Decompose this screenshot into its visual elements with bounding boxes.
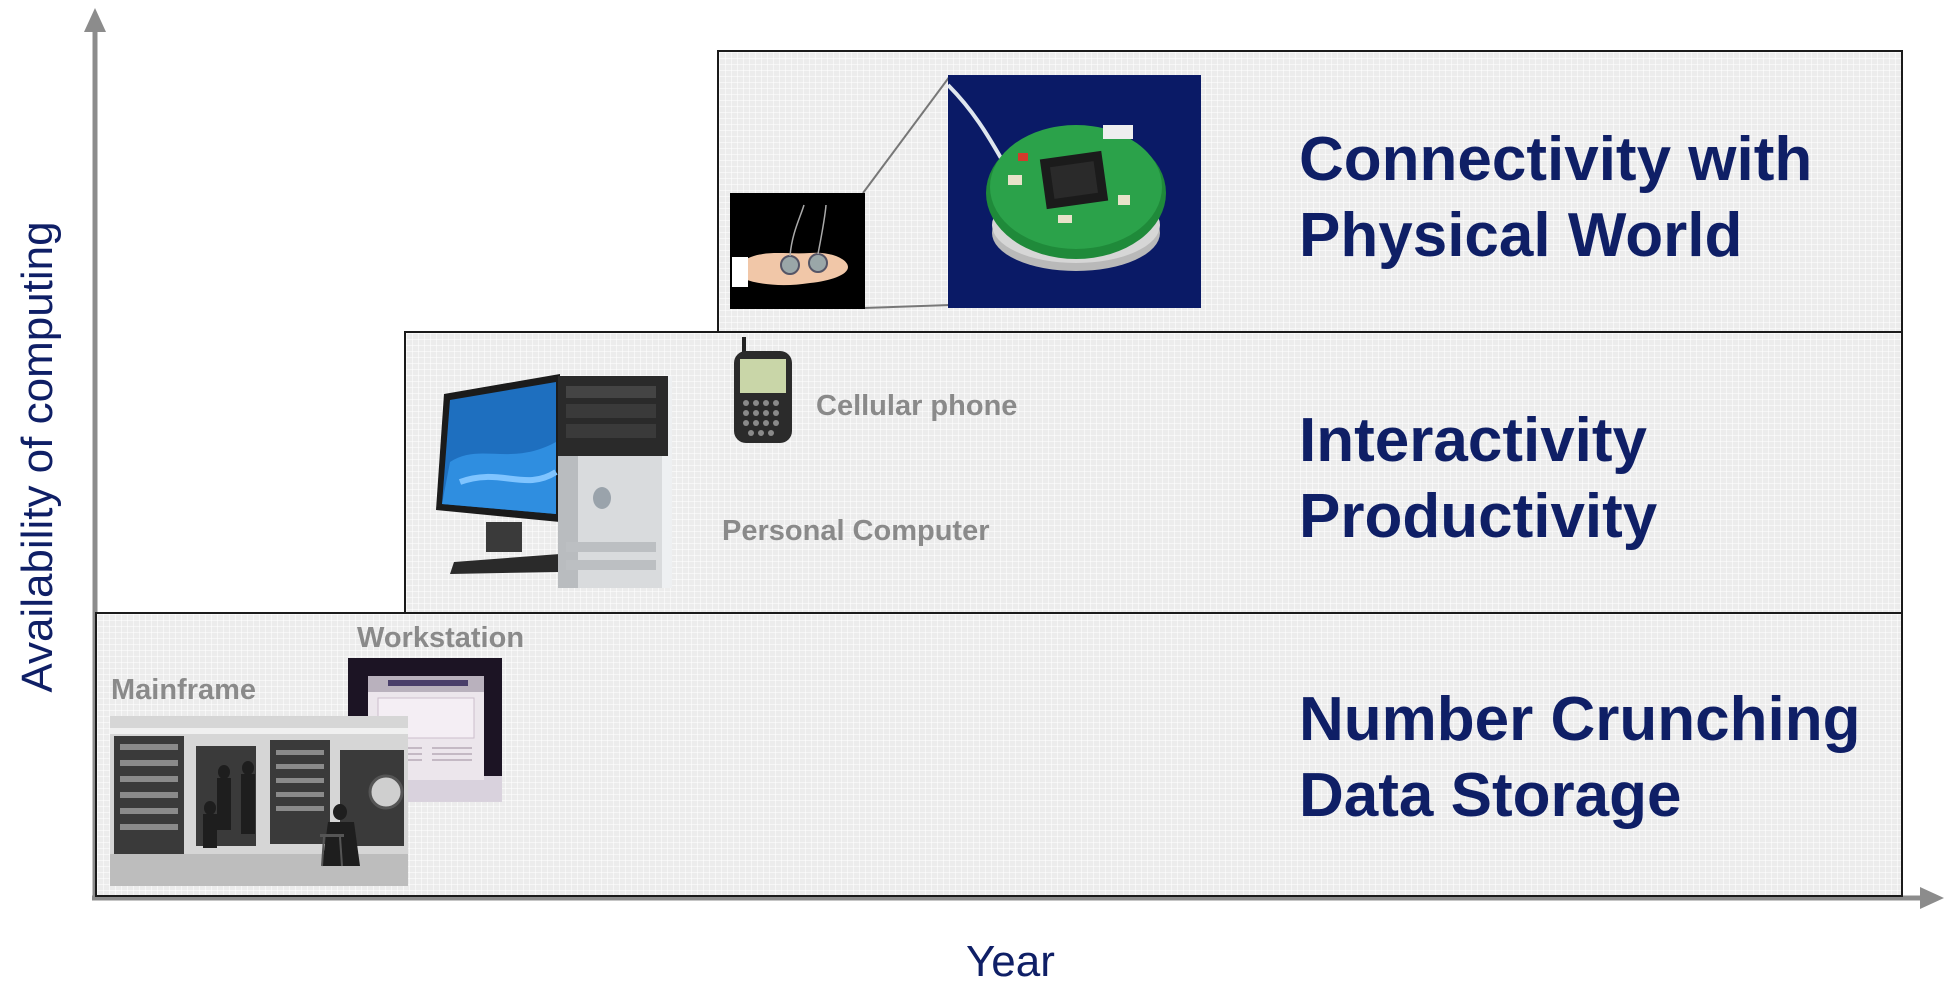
sensor-node-closeup-photo	[948, 75, 1201, 308]
cellular-phone-label: Cellular phone	[816, 390, 1018, 422]
x-axis-arrow	[1920, 887, 1944, 909]
mainframe-photo	[110, 716, 408, 886]
tier-interactivity-line1: Interactivity	[1299, 406, 1648, 475]
tier-interactivity-label: Interactivity Productivity	[1299, 403, 1657, 555]
mainframe-label: Mainframe	[111, 674, 257, 706]
hand-with-sensors-photo	[730, 193, 865, 309]
personal-computer-label: Personal Computer	[722, 515, 990, 547]
tier-connectivity-line1: Connectivity with	[1299, 125, 1813, 194]
tier-number-crunching-line1: Number Crunching	[1299, 685, 1861, 754]
x-axis-title: Year	[966, 937, 1055, 986]
tier-number-crunching-label: Number Crunching Data Storage	[1299, 682, 1860, 834]
y-axis-arrow	[84, 8, 106, 32]
tier-number-crunching-line2: Data Storage	[1299, 761, 1682, 830]
tier-connectivity-line2: Physical World	[1299, 201, 1743, 270]
workstation-label: Workstation	[357, 622, 525, 654]
cellular-phone-photo	[730, 337, 796, 447]
tier-connectivity-label: Connectivity with Physical World	[1299, 122, 1812, 274]
tier-interactivity-line2: Productivity	[1299, 482, 1658, 551]
personal-computer-photo	[430, 372, 688, 592]
